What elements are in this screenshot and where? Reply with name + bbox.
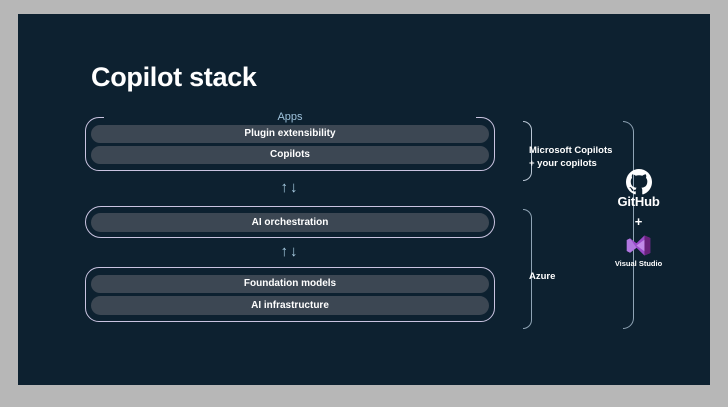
visual-studio-logo-block: Visual Studio (596, 233, 681, 268)
annotation-microsoft-copilots-line2: + your copilots (529, 158, 597, 169)
annotation-microsoft-copilots: Microsoft Copilots + your copilots (529, 144, 612, 170)
pill-copilots[interactable]: Copilots (91, 145, 489, 164)
github-logo-label: GitHub (617, 194, 660, 209)
layer-apps-pills: Plugin extensibility Copilots (91, 123, 489, 165)
visual-studio-icon (626, 235, 651, 256)
layer-apps-legend-label: Apps (270, 110, 310, 124)
logo-separator-plus: + (634, 214, 643, 229)
layer-apps: Apps Plugin extensibility Copilots (85, 110, 495, 171)
visual-studio-logo-label: Visual Studio (614, 259, 663, 268)
github-logo-block: GitHub (596, 169, 681, 209)
pill-foundation-models[interactable]: Foundation models (91, 274, 489, 293)
layer-orchestration-pills: AI orchestration (91, 211, 489, 233)
brace-azure (523, 209, 532, 329)
pill-ai-infrastructure[interactable]: AI infrastructure (91, 296, 489, 315)
legend-dash-right (309, 116, 476, 118)
annotation-azure: Azure (529, 270, 555, 283)
legend-dash-left (104, 116, 271, 118)
layer-orchestration: AI orchestration (85, 206, 495, 238)
layer-apps-legend: Apps (86, 110, 494, 124)
github-icon (625, 169, 652, 195)
layer-foundation-pills: Foundation models AI infrastructure (91, 273, 489, 316)
connector-orchestration-to-foundation: ↑↓ (280, 243, 300, 260)
layer-foundation: Foundation models AI infrastructure (85, 267, 495, 322)
page-title: Copilot stack (91, 62, 257, 92)
pill-plugin-extensibility[interactable]: Plugin extensibility (91, 124, 489, 143)
slide-canvas: Copilot stack Apps Plugin extensibility … (18, 14, 710, 385)
connector-apps-to-orchestration: ↑↓ (280, 179, 300, 196)
annotation-microsoft-copilots-line1: Microsoft Copilots (529, 145, 613, 156)
annotation-azure-line1: Azure (529, 271, 556, 282)
pill-ai-orchestration[interactable]: AI orchestration (91, 212, 489, 232)
tooling-logo-column: GitHub + Visual Studio (596, 169, 681, 270)
